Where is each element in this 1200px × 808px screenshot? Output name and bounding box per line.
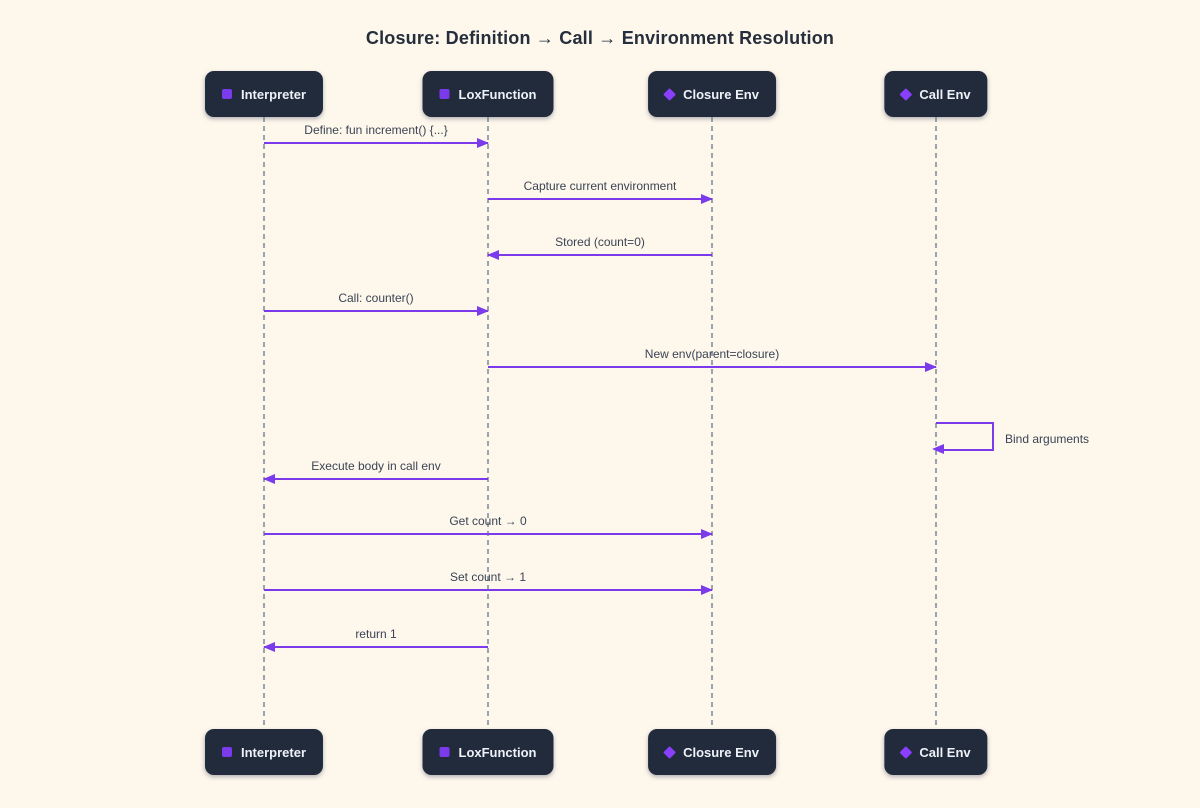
actor-label: Closure Env xyxy=(683,86,759,102)
actor-top-interpreter: Interpreter xyxy=(204,71,324,117)
arrowhead-right-icon xyxy=(477,306,489,316)
message-bind-arguments-loop xyxy=(936,422,994,451)
message-return-label: return 1 xyxy=(355,627,397,641)
lifeline-interpreter xyxy=(263,117,265,729)
actor-label: Call Env xyxy=(919,86,971,102)
arrowhead-left-icon xyxy=(487,250,499,260)
message-stored-label: Stored (count=0) xyxy=(555,235,645,249)
arrowhead-left-icon xyxy=(263,642,275,652)
message-set-count-label: Set count → 1 xyxy=(449,570,527,584)
message-get-count-arrow xyxy=(264,529,713,539)
actor-label: LoxFunction xyxy=(458,86,537,102)
message-call-counter-label: Call: counter() xyxy=(338,291,414,305)
diamond-icon xyxy=(899,87,913,101)
actor-bottom-closure-env: Closure Env xyxy=(648,729,776,775)
message-new-env-arrow xyxy=(488,362,937,372)
actor-top-loxfunction: LoxFunction xyxy=(422,71,554,117)
actor-top-call-env: Call Env xyxy=(884,71,988,117)
message-bind-arguments-label: Bind arguments xyxy=(1005,432,1090,446)
actor-top-closure-env: Closure Env xyxy=(648,71,776,117)
diamond-icon xyxy=(663,745,676,759)
diamond-icon xyxy=(899,745,913,759)
message-new-env-label: New env(parent=closure) xyxy=(644,347,780,361)
message-get-count-label: Get count → 0 xyxy=(449,514,527,528)
actor-label: LoxFunction xyxy=(458,744,537,760)
arrowhead-right-icon xyxy=(701,529,713,539)
message-return-arrow xyxy=(263,642,488,652)
message-call-counter-arrow xyxy=(264,306,489,316)
message-execute-body-label: Execute body in call env xyxy=(311,459,441,473)
actor-label: Interpreter xyxy=(240,86,307,102)
message-capture-env-label: Capture current environment xyxy=(523,179,677,193)
actor-label: Closure Env xyxy=(683,744,759,760)
arrowhead-left-icon xyxy=(932,444,944,454)
arrowhead-right-icon xyxy=(701,585,713,595)
arrowhead-right-icon xyxy=(701,194,713,204)
message-stored-arrow xyxy=(487,250,712,260)
message-define-label: Define: fun increment() {...} xyxy=(304,123,448,137)
actor-label: Interpreter xyxy=(240,744,307,760)
lifeline-closure-env xyxy=(711,117,713,729)
lifeline-loxfunction xyxy=(487,117,489,729)
arrowhead-right-icon xyxy=(477,138,489,148)
arrowhead-left-icon xyxy=(263,474,275,484)
message-capture-env-arrow xyxy=(488,194,713,204)
square-icon xyxy=(221,89,232,99)
message-define-arrow xyxy=(264,138,489,148)
message-set-count-arrow xyxy=(264,585,713,595)
actor-bottom-call-env: Call Env xyxy=(884,729,988,775)
square-icon xyxy=(439,747,450,757)
diagram-title: Closure: Definition → Call → Environment… xyxy=(365,28,835,48)
actor-bottom-interpreter: Interpreter xyxy=(204,729,324,775)
message-execute-body-arrow xyxy=(263,474,488,484)
actor-label: Call Env xyxy=(919,744,971,760)
actor-bottom-loxfunction: LoxFunction xyxy=(422,729,554,775)
arrowhead-right-icon xyxy=(925,362,937,372)
square-icon xyxy=(439,89,450,99)
square-icon xyxy=(221,747,232,757)
diamond-icon xyxy=(663,87,676,101)
